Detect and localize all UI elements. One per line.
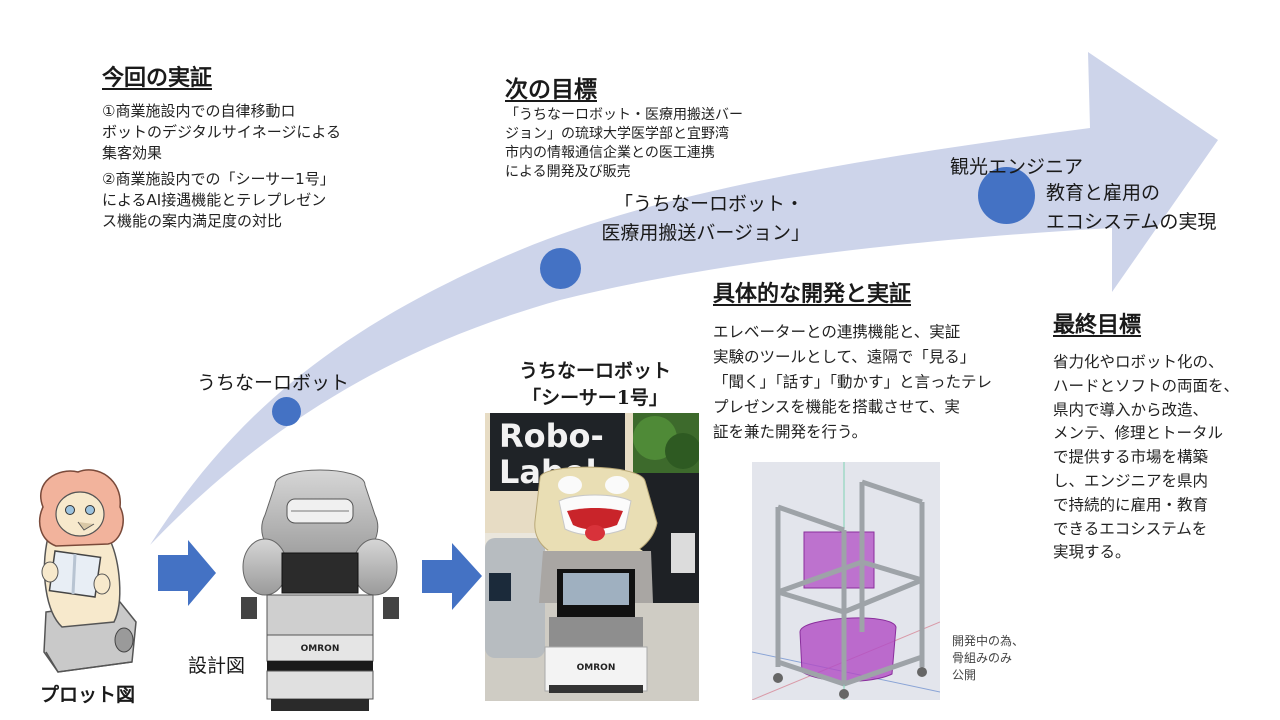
- text-line: 集客効果: [102, 144, 163, 162]
- milestone-label-3: 観光エンジニア: [950, 156, 1084, 178]
- design-drawing: OMRON: [241, 469, 399, 711]
- text-line: 公開: [952, 668, 977, 682]
- text-line: 省力化やロボット化の、: [1053, 353, 1224, 371]
- step-arrow-2: [422, 543, 482, 610]
- current-demo-title: 今回の実証: [102, 66, 213, 91]
- step-arrow-1: [158, 540, 216, 606]
- milestone-label-1: うちなーロボット: [197, 372, 350, 394]
- text-line: によるAI接遇機能とテレプレゼン: [102, 191, 327, 209]
- text-line: し、エンジニアを県内: [1053, 471, 1209, 490]
- text-line: ハードとソフトの両面を、: [1053, 376, 1240, 395]
- text-line: 骨組みのみ: [952, 651, 1013, 665]
- text-line: ②商業施設内での「シーサー1号」: [102, 170, 335, 188]
- development-section: 具体的な開発と実証 エレベーターとの連携機能と、実証 実験のツールとして、遠隔で…: [713, 276, 992, 445]
- text-line: メンテ、修理とトータル: [1053, 424, 1224, 443]
- text-line: 開発中の為、: [952, 634, 1025, 648]
- text-line: 実現する。: [1053, 543, 1131, 562]
- text-line: ス機能の案内満足度の対比: [102, 212, 283, 230]
- development-text: エレベーターとの連携機能と、実証 実験のツールとして、遠隔で「見る」 「聞く」「…: [713, 320, 992, 445]
- text-line: 「うちなーロボット・: [613, 193, 804, 215]
- roadmap-arrow-shape: [150, 52, 1218, 545]
- design-brand-logo: OMRON: [301, 644, 340, 654]
- design-caption: 設計図: [188, 655, 246, 677]
- text-line: 「うちなーロボット・医療用搬送バー: [505, 107, 743, 123]
- final-goal-section: 最終目標 省力化やロボット化の、 ハードとソフトの両面を、 県内で導入から改造、…: [1053, 307, 1239, 565]
- final-goal-title: 最終目標: [1053, 313, 1142, 338]
- milestone-label-2: 「うちなーロボット・ 医療用搬送バージョン」: [572, 190, 810, 248]
- next-goal-section: 次の目標 「うちなーロボット・医療用搬送バー ジョン」の琉球大学医学部と宜野湾 …: [505, 70, 743, 182]
- milestone-dot-1: [272, 397, 301, 426]
- plot-illustration: [39, 469, 137, 673]
- text-line: ①商業施設内での自律移動ロ: [102, 102, 296, 120]
- current-demo-item-2: ②商業施設内での「シーサー1号」 によるAI接遇機能とテレプレゼン ス機能の案内…: [102, 169, 341, 232]
- text-line: できるエコシステムを: [1053, 519, 1208, 538]
- development-title: 具体的な開発と実証: [713, 282, 912, 307]
- text-line: 「聞く」「話す」「動かす」と言ったテレ: [713, 373, 993, 391]
- text-line: 「シーサー1号」: [522, 387, 668, 409]
- robot-caption: うちなーロボット 「シーサー1号」: [500, 358, 690, 412]
- text-line: エレベーターとの連携機能と、実証: [713, 323, 961, 341]
- text-line: ボットのデジタルサイネージによる: [102, 123, 341, 141]
- text-line: 県内で導入から改造、: [1053, 400, 1209, 419]
- text-line: ジョン」の琉球大学医学部と宜野湾: [505, 126, 729, 142]
- milestone-dot-2: [540, 248, 581, 289]
- text-line: で提供する市場を構築: [1053, 448, 1209, 467]
- frame-note: 開発中の為、 骨組みのみ 公開: [952, 633, 1024, 684]
- text-line: による開発及び販売: [505, 164, 631, 180]
- robot-photo: Robo- Label OMRON: [485, 413, 699, 701]
- current-demo-section: 今回の実証 ①商業施設内での自律移動ロ ボットのデジタルサイネージによる 集客効…: [102, 60, 341, 232]
- text-line: 教育と雇用の: [1046, 182, 1161, 204]
- milestone-dot-3: [978, 167, 1035, 224]
- text-line: 医療用搬送バージョン」: [601, 222, 810, 244]
- milestone-label-3-sub: 教育と雇用の エコシステムの実現: [1046, 179, 1216, 237]
- text-line: うちなーロボット: [518, 360, 671, 382]
- text-line: 市内の情報通信企業との医工連携: [505, 145, 715, 161]
- text-line: プレゼンスを機能を搭載させて、実: [713, 398, 960, 416]
- robot-sign-line-1: Robo-: [499, 417, 604, 455]
- text-line: 実験のツールとして、遠隔で「見る」: [713, 348, 976, 366]
- current-demo-item-1: ①商業施設内での自律移動ロ ボットのデジタルサイネージによる 集客効果: [102, 101, 341, 164]
- text-line: 証を兼た開発を行う。: [713, 423, 868, 441]
- final-goal-text: 省力化やロボット化の、 ハードとソフトの両面を、 県内で導入から改造、 メンテ、…: [1053, 351, 1239, 565]
- next-goal-text: 「うちなーロボット・医療用搬送バー ジョン」の琉球大学医学部と宜野湾 市内の情報…: [505, 106, 743, 182]
- robot-brand-logo: OMRON: [577, 663, 616, 673]
- frame-cad-image: [752, 462, 940, 700]
- text-line: エコシステムの実現: [1046, 211, 1217, 233]
- text-line: で持続的に雇用・教育: [1053, 495, 1209, 514]
- plot-caption: プロット図: [40, 684, 136, 706]
- next-goal-title: 次の目標: [505, 76, 597, 103]
